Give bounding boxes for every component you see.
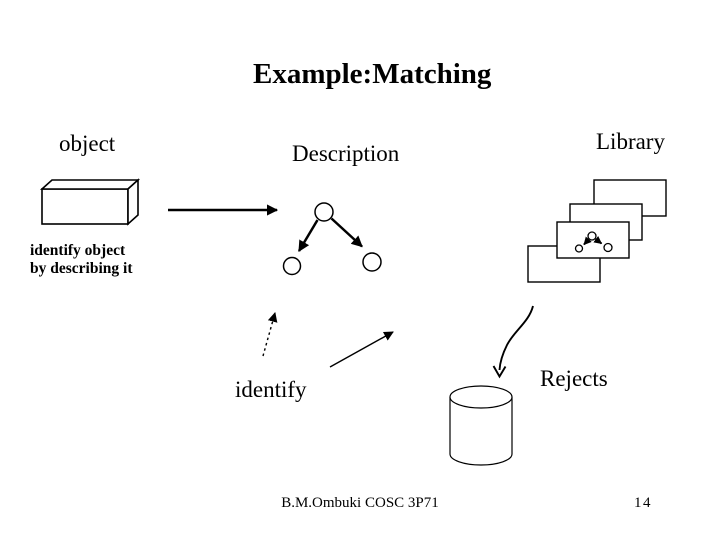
library-stack-icon bbox=[527, 179, 667, 283]
tree-root-node bbox=[314, 202, 334, 222]
library-mini-tree-icon bbox=[574, 231, 613, 253]
label-rejects: Rejects bbox=[540, 366, 608, 391]
tree-left-node bbox=[282, 256, 302, 276]
annotation-line-2: by describing it bbox=[30, 259, 133, 277]
description-tree-icon bbox=[282, 202, 382, 276]
identify-dashed-up-arrow bbox=[262, 312, 278, 357]
slide-title: Example:Matching bbox=[253, 58, 492, 90]
object-box-icon bbox=[39, 178, 141, 226]
label-library: Library bbox=[596, 129, 665, 154]
library-to-rejects-curved-arrow bbox=[492, 305, 534, 379]
footer-author-course: B.M.Ombuki COSC 3P71 bbox=[281, 495, 439, 511]
tree-right-edge bbox=[330, 217, 363, 248]
annotation-line-1: identify object bbox=[30, 242, 126, 259]
tree-left-edge bbox=[297, 219, 319, 252]
label-description: Description bbox=[292, 141, 400, 166]
page-number: 14 bbox=[634, 495, 652, 511]
identify-up-right-arrow bbox=[329, 331, 394, 368]
label-object: object bbox=[59, 131, 116, 156]
rejects-cylinder-icon bbox=[449, 385, 513, 466]
tree-right-node bbox=[362, 252, 382, 272]
annotation-identify-object: identify object by describing it bbox=[30, 242, 132, 277]
label-identify: identify bbox=[235, 377, 307, 402]
